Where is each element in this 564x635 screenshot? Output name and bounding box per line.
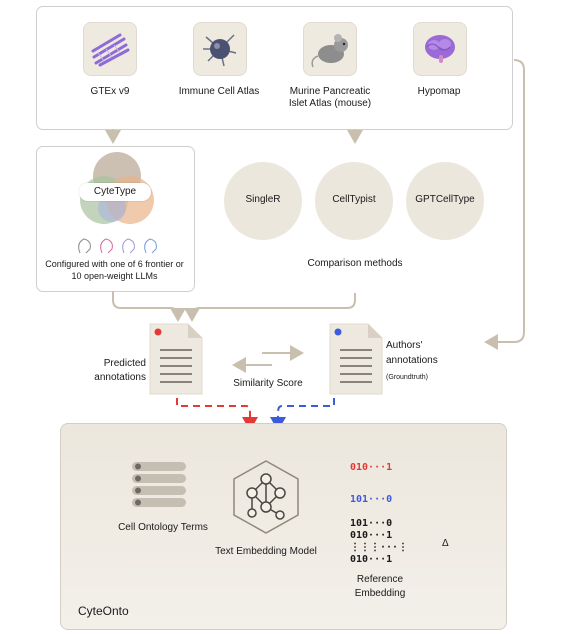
tissue-fibers-icon bbox=[83, 22, 137, 76]
cytetype-label: CyteType bbox=[79, 183, 151, 201]
similarity-score-label: Similarity Score bbox=[233, 378, 303, 389]
authors-label-2: annotations bbox=[386, 355, 438, 366]
comparison-caption: Comparison methods bbox=[307, 258, 403, 269]
reference-embedding-label-2: Embedding bbox=[354, 588, 406, 599]
ontology-terms-list-icon bbox=[132, 462, 186, 507]
authors-label-1: Authors' bbox=[386, 340, 423, 351]
predicted-embedding-vector: 010···1 bbox=[350, 462, 393, 473]
delta-symbol: Δ bbox=[442, 538, 449, 549]
text-embedding-model-label: Text Embedding Model bbox=[215, 546, 317, 557]
source-label-mouse: Murine Pancreatic Islet Atlas (mouse) bbox=[288, 86, 372, 109]
brain-icon bbox=[413, 22, 467, 76]
reference-row-4: 010···1 bbox=[350, 554, 393, 565]
llm-heads-icon bbox=[78, 238, 157, 254]
method-singler: SingleR bbox=[224, 162, 302, 240]
predicted-label-2: annotations bbox=[94, 372, 146, 383]
immune-cell-icon bbox=[193, 22, 247, 76]
cyteonto-panel bbox=[60, 423, 507, 630]
source-label-gtex: GTEx v9 bbox=[90, 86, 130, 97]
reference-row-2: 010···1 bbox=[350, 530, 393, 541]
mouse-icon bbox=[303, 22, 357, 76]
authors-embedding-vector: 101···0 bbox=[350, 494, 393, 505]
authors-annotations-document-icon bbox=[329, 323, 383, 395]
cytetype-caption-2: 10 open-weight LLMs bbox=[71, 271, 158, 281]
predicted-label-1: Predicted bbox=[103, 358, 146, 369]
cyteonto-title: CyteOnto bbox=[78, 604, 129, 618]
method-gptcelltype: GPTCellType bbox=[406, 162, 484, 240]
embedding-model-network-icon bbox=[233, 460, 299, 534]
ontology-terms-label: Cell Ontology Terms bbox=[118, 522, 208, 533]
reference-embedding-label-1: Reference bbox=[356, 574, 404, 585]
reference-row-3: ⋮⋮⋮···⋮ bbox=[350, 542, 409, 553]
predicted-annotations-document-icon bbox=[149, 323, 203, 395]
cytetype-caption-1: Configured with one of 6 frontier or bbox=[45, 259, 184, 269]
source-label-hypomap: Hypomap bbox=[417, 86, 461, 97]
method-celltypist: CellTypist bbox=[315, 162, 393, 240]
reference-row-1: 101···0 bbox=[350, 518, 393, 529]
authors-groundtruth: (Groundtruth) bbox=[386, 374, 429, 381]
source-label-immune: Immune Cell Atlas bbox=[178, 86, 260, 97]
